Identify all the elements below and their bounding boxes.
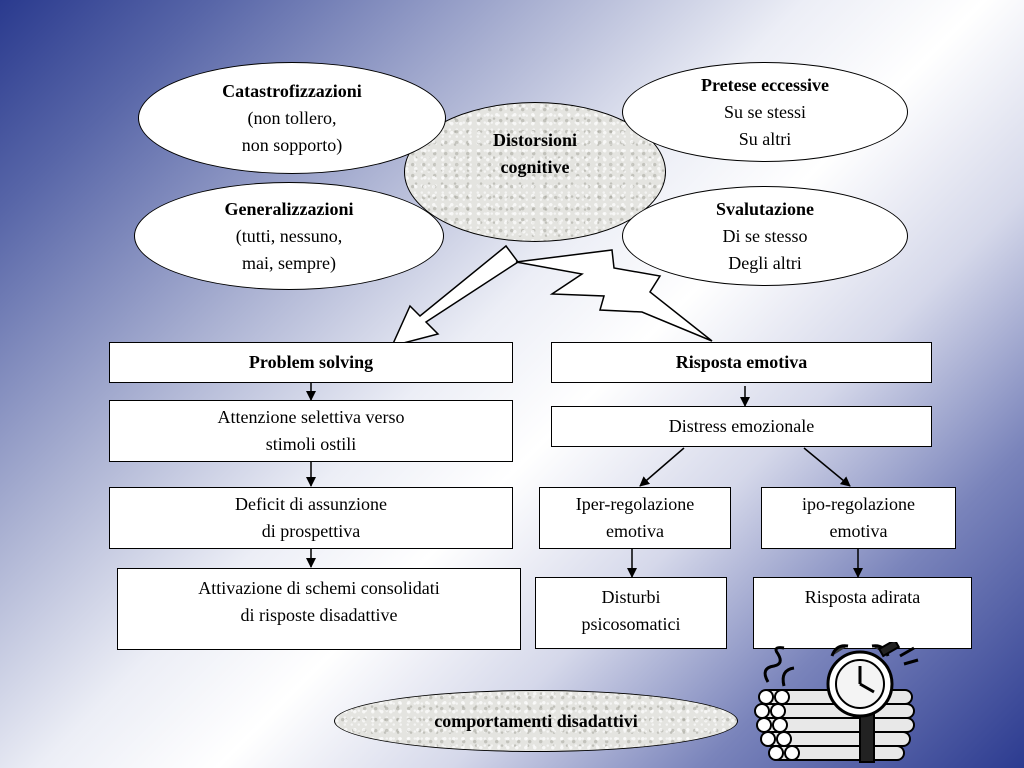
svalut-line1: Di se stesso [722, 225, 808, 246]
iper-line2: emotiva [606, 521, 664, 541]
pretese-line1: Su se stessi [723, 101, 806, 122]
risposta-emotiva-header: Risposta emotiva [551, 342, 932, 383]
general-title: Generalizzazioni [224, 198, 354, 219]
general-line1: (tutti, nessuno, [235, 225, 343, 246]
risposta-adirata-box: Risposta adirata [753, 577, 972, 649]
iper-regolazione-box: Iper-regolazione emotiva [539, 487, 731, 549]
svalut-title: Svalutazione [715, 198, 814, 219]
ipo-line1: ipo-regolazione [802, 494, 915, 514]
alarm-clock [826, 642, 919, 718]
risposta-emotiva-label: Risposta emotiva [675, 352, 808, 372]
dynamite-clock-icon [754, 642, 919, 763]
pretese-line2: Su altri [738, 128, 792, 149]
ipo-regolazione-box: ipo-regolazione emotiva [761, 487, 956, 549]
ipo-line2: emotiva [829, 521, 888, 541]
attenzione-line2: stimoli ostili [265, 434, 357, 454]
attenzione-line1: Attenzione selettiva verso [217, 407, 405, 427]
bottom-ellipse-comportamenti: comportamenti disadattivi [334, 690, 738, 752]
svalut-line2: Degli altri [728, 252, 802, 273]
adirata-label: Risposta adirata [804, 587, 921, 607]
general-line2: mai, sempre) [242, 252, 336, 273]
center-line1: Distorsioni [492, 130, 577, 150]
problem-solving-label: Problem solving [248, 352, 374, 372]
attivazione-line2: di risposte disadattive [240, 605, 398, 625]
catastro-line1: (non tollero, [247, 107, 337, 128]
iper-line1: Iper-regolazione [575, 494, 695, 514]
attenzione-selettiva-box: Attenzione selettiva verso stimoli ostil… [109, 400, 513, 462]
problem-solving-header: Problem solving [109, 342, 513, 383]
arrow-re-ipo [803, 447, 851, 487]
deficit-line2: di prospettiva [261, 521, 361, 541]
attivazione-schemi-box: Attivazione di schemi consolidati di ris… [117, 568, 521, 650]
center-line2: cognitive [500, 157, 570, 177]
catastro-line2: non sopporto) [241, 134, 343, 155]
distress-emozionale-box: Distress emozionale [551, 406, 932, 447]
ellipse-pretese: Pretese eccessive Su se stessi Su altri [622, 62, 908, 162]
deficit-line1: Deficit di assunzione [235, 494, 387, 514]
disturbi-line1: Disturbi [601, 587, 661, 607]
hollow-arrow-to-problem-solving [390, 244, 520, 348]
catastro-title: Catastrofizzazioni [222, 80, 362, 101]
arrow-re-iper [639, 447, 685, 487]
ellipse-generalizzazioni: Generalizzazioni (tutti, nessuno, mai, s… [134, 182, 444, 290]
center-ellipse-distorsioni: Distorsioni cognitive [404, 102, 666, 242]
disturbi-line2: psicosomatici [581, 614, 681, 634]
distress-label: Distress emozionale [668, 416, 815, 436]
disturbi-psicosomatici-box: Disturbi psicosomatici [535, 577, 727, 649]
bottom-label: comportamenti disadattivi [434, 710, 638, 731]
lightning-bolt-to-risposta-emotiva [515, 249, 713, 342]
ellipse-catastrofizzazioni: Catastrofizzazioni (non tollero, non sop… [138, 62, 446, 174]
ellipse-svalutazione: Svalutazione Di se stesso Degli altri [622, 186, 908, 286]
pretese-title: Pretese eccessive [700, 74, 830, 95]
deficit-prospettiva-box: Deficit di assunzione di prospettiva [109, 487, 513, 549]
attivazione-line1: Attivazione di schemi consolidati [198, 578, 440, 598]
